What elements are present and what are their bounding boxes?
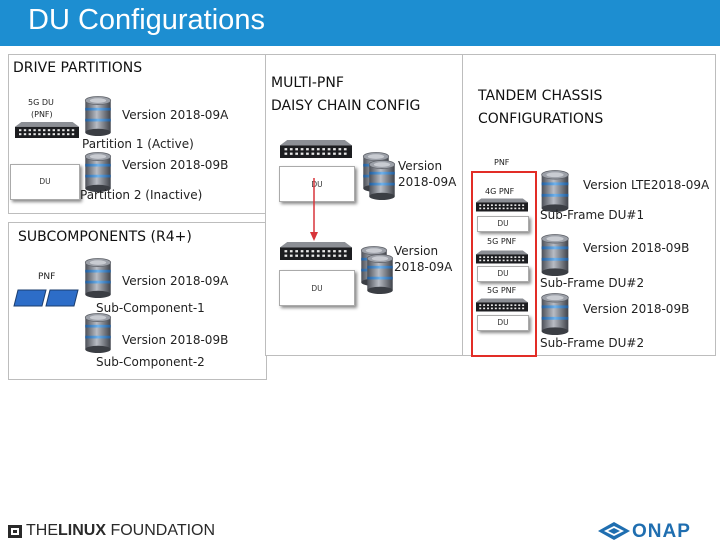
du-label: DU: [497, 219, 509, 228]
drive-partitions-heading: DRIVE PARTITIONS: [13, 60, 143, 76]
multi-pnf-heading: MULTI-PNF DAISY CHAIN CONFIG: [271, 72, 420, 118]
switch-icon: [476, 198, 528, 212]
switch-icon: [278, 140, 354, 158]
linux-foundation-text-bold: LINUX: [58, 522, 106, 539]
onap-logo-text: ONAP: [632, 521, 691, 542]
multi-pnf-heading-line1: MULTI-PNF: [271, 75, 344, 91]
linux-foundation-text-prefix: THE: [26, 522, 58, 539]
du-label: DU: [311, 284, 323, 293]
partition2-version: Version 2018-09B: [122, 158, 229, 172]
chassis-outline: [471, 171, 537, 357]
multi-version1-line1: Version: [398, 159, 443, 173]
daisy-chain-arrow: [310, 178, 318, 241]
database-icon: [84, 96, 112, 136]
subframe1-label: Sub-Frame DU#1: [540, 208, 645, 222]
du-box: DU: [477, 315, 529, 331]
title-bar: [0, 0, 720, 46]
tandem-version-b2: Version 2018-09B: [583, 302, 690, 316]
switch-icon: [476, 298, 528, 312]
tandem-heading-line2: CONFIGURATIONS: [478, 111, 604, 127]
card-icon: [13, 289, 47, 307]
partition1-version: Version 2018-09A: [122, 108, 229, 122]
pnf-4g-label: 4G PNF: [485, 187, 515, 196]
database-icon: [540, 234, 570, 276]
database-icon: [84, 152, 112, 192]
multi-version2: Version 2018-09A: [394, 243, 452, 275]
sub2-label: Sub-Component-2: [96, 355, 205, 369]
sub2-version: Version 2018-09B: [122, 333, 229, 347]
pnf-label-line2: (PNF): [31, 110, 53, 119]
database-icon: [540, 293, 570, 335]
card-icon: [45, 289, 79, 307]
switch-icon: [476, 250, 528, 264]
multi-version2-line1: Version: [394, 244, 439, 258]
du-box: DU: [477, 266, 529, 282]
partition2-label: Partition 2 (Inactive): [80, 188, 203, 202]
tandem-version-b1: Version 2018-09B: [583, 241, 690, 255]
tandem-pnf-label: PNF: [494, 158, 510, 167]
database-icon: [366, 254, 394, 294]
pnf-label-line1: 5G DU: [28, 98, 54, 107]
subframe2a-label: Sub-Frame DU#2: [540, 276, 645, 290]
sub1-version: Version 2018-09A: [122, 274, 229, 288]
du-label: DU: [497, 269, 509, 278]
tandem-heading: TANDEM CHASSIS CONFIGURATIONS: [478, 85, 603, 131]
database-icon: [84, 258, 112, 298]
linux-foundation-logo-icon: [8, 525, 22, 538]
du-box: DU: [10, 164, 80, 200]
linux-foundation-text-suffix: FOUNDATION: [106, 522, 216, 539]
subframe2b-label: Sub-Frame DU#2: [540, 336, 645, 350]
onap-logo-icon: [598, 522, 630, 540]
multi-version1: Version 2018-09A: [398, 158, 456, 190]
du-box: DU: [279, 270, 355, 306]
linux-foundation-logo-text: THELINUX FOUNDATION: [26, 522, 215, 540]
tandem-heading-line1: TANDEM CHASSIS: [478, 88, 603, 104]
subcomponents-heading: SUBCOMPONENTS (R4+): [18, 229, 192, 245]
multi-version1-line2: 2018-09A: [398, 175, 457, 189]
database-icon: [368, 160, 396, 200]
switch-icon: [278, 242, 354, 260]
du-label: DU: [39, 177, 51, 186]
page-title: DU Configurations: [28, 4, 265, 36]
pnf-5g-label: 5G PNF: [487, 286, 517, 295]
du-label: DU: [497, 318, 509, 327]
subcomponents-pnf-label: PNF: [38, 272, 56, 282]
tandem-version-lte: Version LTE2018-09A: [583, 178, 710, 192]
partition1-label: Partition 1 (Active): [82, 137, 194, 151]
switch-icon: [15, 122, 79, 138]
du-box: DU: [477, 216, 529, 232]
sub1-label: Sub-Component-1: [96, 301, 205, 315]
database-icon: [540, 170, 570, 212]
database-icon: [84, 313, 112, 353]
multi-pnf-heading-line2: DAISY CHAIN CONFIG: [271, 98, 421, 114]
multi-version2-line2: 2018-09A: [394, 260, 453, 274]
du-box: DU: [279, 166, 355, 202]
du-label: DU: [311, 180, 323, 189]
pnf-5g-label: 5G PNF: [487, 237, 517, 246]
